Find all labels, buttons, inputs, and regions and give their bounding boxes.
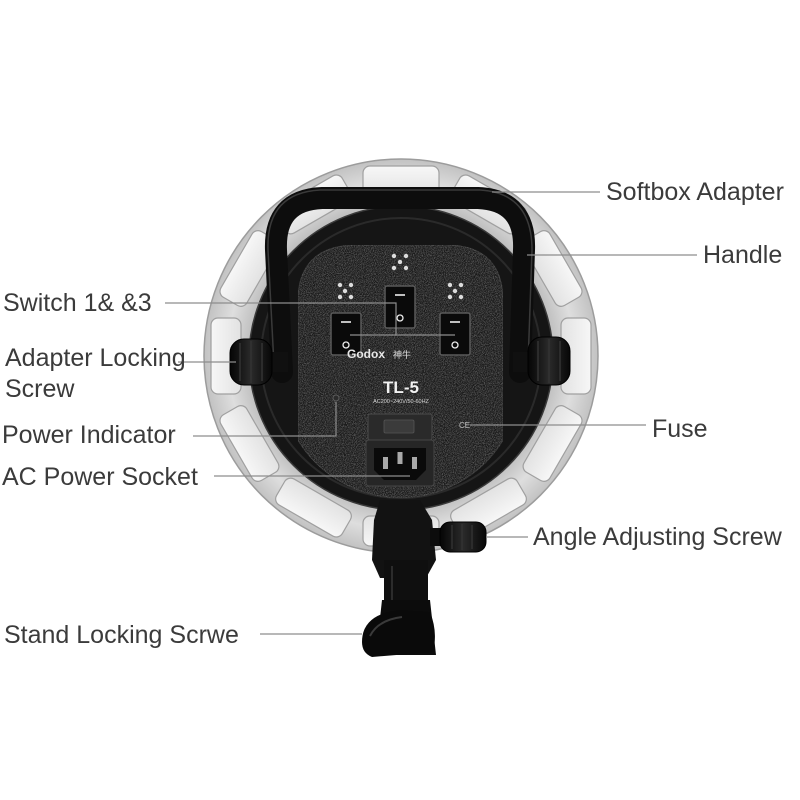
- leader-line-switch: [165, 302, 455, 336]
- angle-adjusting-screw: [430, 521, 487, 553]
- socket-pin: [397, 452, 403, 464]
- callout-label-power-indicator: Power Indicator: [2, 421, 176, 449]
- vent-dots-center: [391, 253, 409, 271]
- vent-dots-left: [337, 282, 354, 300]
- callout-label-switch: Switch 1& &3: [3, 289, 152, 317]
- callout-label-adapter-locking-screw-line1: Adapter Locking: [5, 344, 186, 372]
- socket-pin: [383, 457, 388, 469]
- callout-label-angle-adjusting-screw: Angle Adjusting Screw: [533, 523, 783, 551]
- fuse-holder: [367, 413, 433, 441]
- power-rating: AC200~240V/50-60HZ: [373, 399, 429, 405]
- ac-power-socket: [365, 439, 435, 487]
- brand-logo-cjk: 神牛: [393, 349, 411, 361]
- handle: [264, 187, 536, 383]
- callout-label-stand-locking-screw: Stand Locking Scrwe: [4, 621, 239, 649]
- rear-panel: [297, 244, 504, 499]
- switch-1: [330, 312, 362, 356]
- callout-label-handle: Handle: [703, 241, 782, 269]
- model-name: TL-5: [383, 378, 419, 397]
- adapter-locking-screw-left: [229, 338, 288, 386]
- adapter-locking-screw-right: [513, 336, 571, 386]
- switch-3: [439, 312, 471, 356]
- vent-dots-right: [447, 282, 464, 300]
- stand-locking-screw: [362, 610, 435, 657]
- brand-logo: Godox: [347, 347, 385, 361]
- socket-pin: [412, 457, 417, 469]
- leader-line-power-indicator: [193, 402, 337, 437]
- switch-2: [384, 285, 416, 329]
- callout-label-ac-power-socket: AC Power Socket: [2, 463, 198, 491]
- callout-label-softbox-adapter: Softbox Adapter: [606, 178, 784, 206]
- ce-mark: CE: [459, 421, 470, 430]
- callout-label-adapter-locking-screw-line2: Screw: [5, 375, 75, 403]
- callout-label-fuse: Fuse: [652, 415, 708, 443]
- power-indicator-led: [332, 394, 340, 402]
